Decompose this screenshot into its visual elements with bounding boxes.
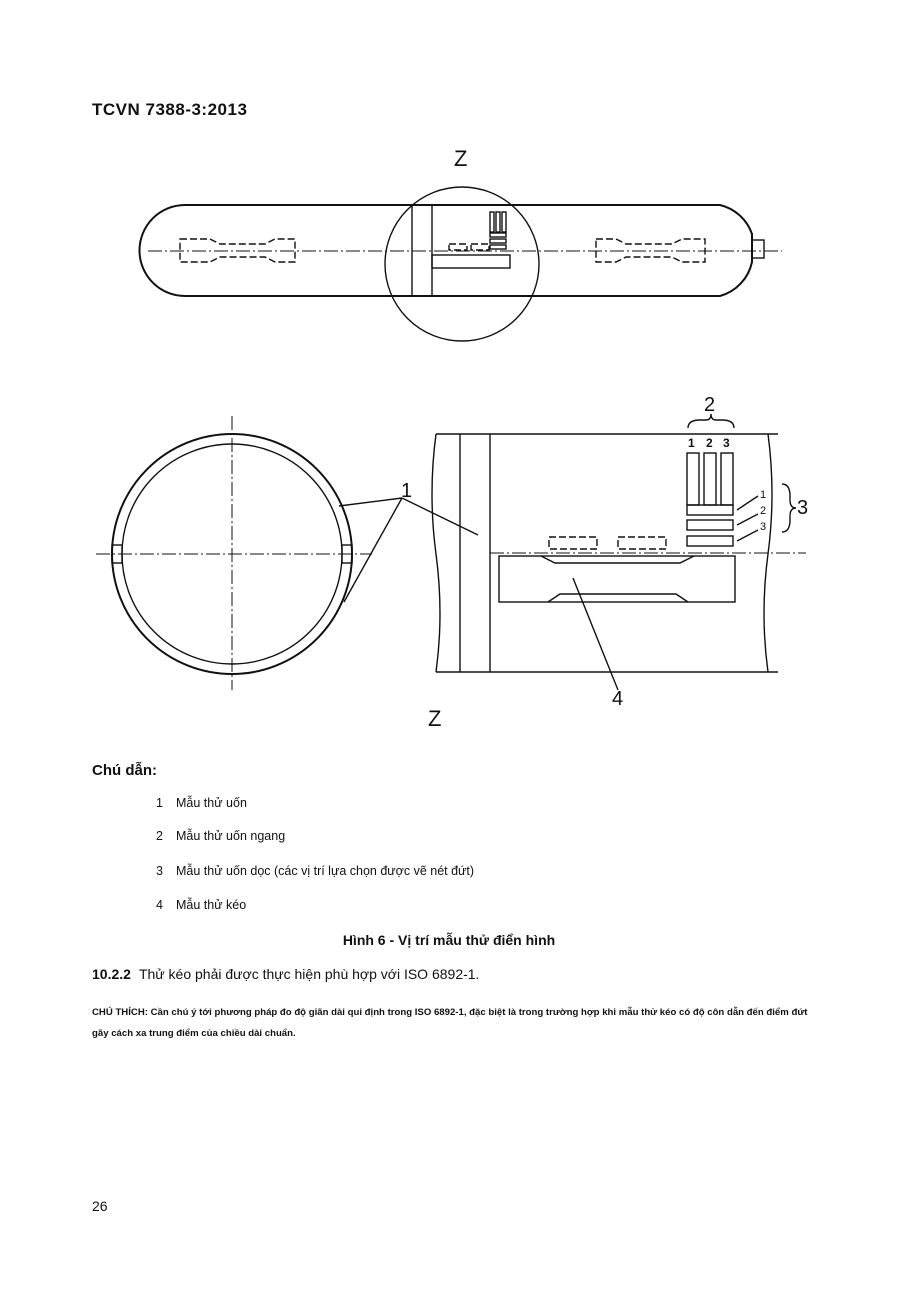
z-bend-mini-3 — [501, 211, 507, 233]
detail-z-view — [431, 413, 806, 673]
legend-item-text: Mẫu thử uốn ngang — [176, 829, 286, 843]
z-bend-mini-2 — [495, 211, 501, 233]
longitudinal-bend-3 — [686, 535, 734, 547]
clause-number: 10.2.2 — [92, 966, 131, 982]
legend-item: 3 Mẫu thử uốn dọc (các vị trí lựa chọn đư… — [156, 864, 474, 878]
tensile-specimen-block — [498, 555, 736, 603]
leader-side-2 — [736, 513, 759, 526]
detail-left-break — [431, 433, 441, 673]
bend-label-1: 1 — [688, 436, 695, 450]
leader-1-ring-lower — [343, 497, 403, 603]
tensile-specimen-bottom-profile — [547, 593, 689, 603]
detail-right-break — [763, 433, 773, 673]
callout-4: 4 — [612, 688, 623, 710]
leader-4 — [572, 577, 619, 691]
leader-lines — [338, 495, 759, 691]
z-bend-mini-4 — [489, 232, 507, 238]
leader-side-3 — [736, 529, 759, 542]
ring-specimen-left — [111, 544, 123, 564]
clause-text: Thử kéo phải được thực hiện phù hợp với … — [138, 966, 480, 982]
longitudinal-bend-1 — [686, 504, 734, 516]
leader-1-ring — [338, 497, 403, 507]
bend-label-2: 2 — [706, 436, 713, 450]
cylinder-valve — [751, 239, 765, 259]
detail-z-circle — [384, 186, 540, 342]
legend-title: Chú dẫn: — [92, 762, 157, 779]
side-label-2: 2 — [760, 505, 766, 517]
cylinder-outline — [138, 204, 753, 297]
legend-item-text: Mẫu thử uốn dọc (các vị trí lựa chọn đượ… — [176, 864, 475, 878]
legend-item-text: Mẫu thử kéo — [176, 898, 247, 912]
z-bend-mini-1 — [489, 211, 495, 233]
legend-item-number: 2 — [156, 829, 163, 843]
z-side-bend-mini-1 — [448, 243, 468, 251]
z-tensile-mini — [431, 254, 511, 269]
z-bend-mini-6 — [489, 244, 507, 250]
clause-paragraph: 10.2.2 Thử kéo phải được thực hiện phù hợ… — [92, 966, 479, 982]
tensile-specimen-left — [179, 238, 296, 263]
ring-specimen-right — [341, 544, 353, 564]
specimen-location-figure: Z — [96, 146, 808, 731]
callout-1: 1 — [401, 480, 412, 502]
brace-2 — [687, 413, 735, 429]
side-bend-optional-1 — [548, 536, 598, 550]
transverse-bend-1 — [686, 452, 700, 506]
callout-3: 3 — [797, 497, 808, 519]
callout-2: 2 — [704, 394, 715, 416]
transverse-bend-3 — [720, 452, 734, 506]
z-bend-mini-5 — [489, 238, 507, 244]
tensile-specimen-top-profile — [540, 555, 695, 564]
page-number: 26 — [92, 1198, 108, 1214]
brace-3 — [781, 483, 797, 533]
legend-item: 4 Mẫu thử kéo — [156, 898, 246, 912]
side-label-1: 1 — [760, 489, 766, 501]
leader-side-1 — [736, 495, 759, 511]
side-bend-optional-2 — [617, 536, 667, 550]
transverse-bend-2 — [703, 452, 717, 506]
legend-item: 2 Mẫu thử uốn ngang — [156, 829, 285, 843]
figure-caption: Hình 6 - Vị trí mẫu thử điển hình — [342, 932, 556, 948]
longitudinal-bend-2 — [686, 519, 734, 531]
z-side-bend-mini-2 — [470, 243, 490, 251]
legend-item-text: Mẫu thử uốn — [176, 796, 247, 810]
legend-item-number: 4 — [156, 898, 163, 912]
detail-label-bottom: Z — [428, 706, 441, 731]
note-paragraph: CHÚ THÍCH: Cần chú ý tới phương pháp đo … — [92, 1007, 808, 1039]
side-label-3: 3 — [760, 521, 766, 533]
standard-code: TCVN 7388-3:2013 — [92, 100, 248, 119]
cylinder-side-view: Z — [138, 146, 782, 342]
tensile-specimen-right — [595, 238, 706, 263]
legend-item-number: 3 — [156, 864, 163, 878]
cylinder-cross-section — [96, 416, 372, 690]
leader-1-detail — [401, 497, 479, 536]
bend-label-3: 3 — [723, 436, 730, 450]
legend-item-number: 1 — [156, 796, 163, 810]
legend-item: 1 Mẫu thử uốn — [156, 796, 247, 810]
detail-label-top: Z — [454, 146, 467, 171]
